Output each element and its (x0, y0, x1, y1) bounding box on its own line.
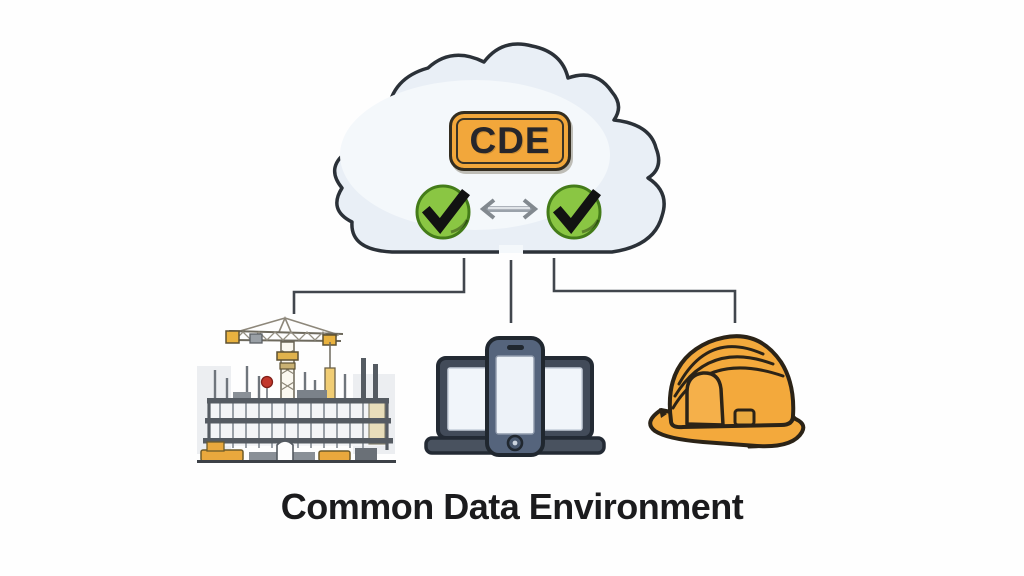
connector-left (292, 258, 466, 314)
construction-site-icon (197, 315, 396, 463)
hard-hat-icon (648, 334, 806, 449)
phone-speaker (507, 345, 524, 350)
check-circle-icon (415, 184, 471, 240)
check-circle-icon (546, 184, 602, 240)
cde-badge-label: CDE (469, 120, 551, 161)
connector-right (552, 258, 737, 323)
phone-screen (495, 355, 535, 435)
cde-badge: CDE (449, 111, 571, 171)
diagram-caption: Common Data Environment (280, 486, 744, 527)
laptop-phone-icon (424, 336, 606, 457)
bidirectional-arrow-icon (479, 198, 539, 220)
connector-lines (292, 258, 737, 323)
